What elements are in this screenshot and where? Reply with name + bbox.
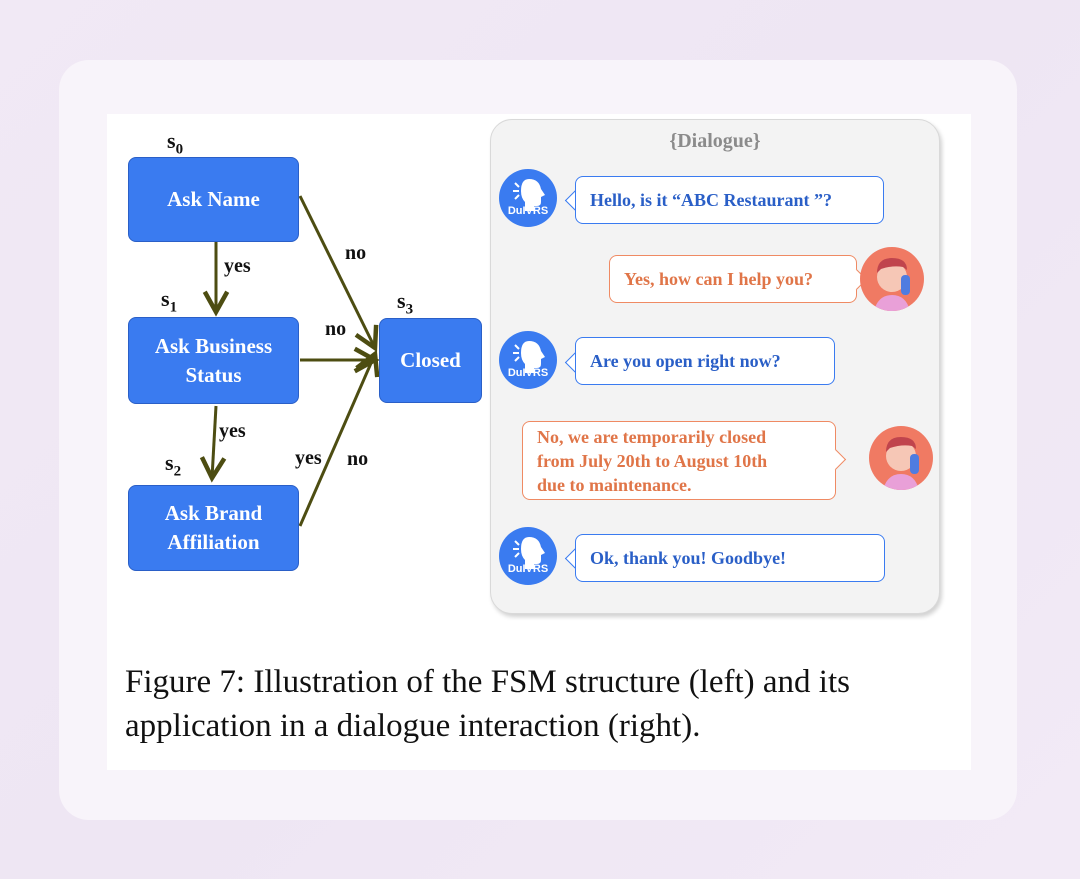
node-closed: Closed [379,318,482,403]
bot-head-icon [513,179,545,211]
bot-avatar: DuIVRS [499,169,557,227]
figure-caption: Figure 7: Illustration of the FSM struct… [125,664,850,744]
edge-label-s1-s3: no [325,318,347,340]
edge-label-s1-s2: yes [219,420,246,442]
person-on-phone-icon [874,258,910,311]
edge-label-s0-s1: yes [224,255,251,277]
edge-s1-s2 [212,405,216,478]
edge-label-s2-s3-yes: yes [295,447,322,469]
bot-head-icon [513,537,545,569]
edge-s0-s3 [298,195,375,348]
message-bubble-bot: Hello, is it “ABC Restaurant ”? [575,176,884,224]
message-bubble-bot: Ok, thank you! Goodbye! [575,534,885,582]
state-label-s3: s3 [397,288,414,318]
edge-s2-s3 [298,354,375,527]
node-ask-name: Ask Name [128,157,299,242]
bot-avatar: DuIVRS [499,527,557,585]
state-label-s1: s1 [161,286,178,316]
bot-avatar: DuIVRS [499,331,557,389]
state-label-s0: s0 [167,128,184,158]
message-bubble-bot: Are you open right now? [575,337,835,385]
fsm-edges [107,195,971,527]
message-bubble-user: No, we are temporarily closed from July … [522,421,836,500]
dialogue-title: {Dialogue} [669,130,761,152]
bot-logo-text: DuIVRS [507,563,549,575]
bot-head-icon [513,341,545,373]
user-avatar [860,247,924,311]
edge-label-s2-s3-no: no [347,448,369,470]
bot-logo-text: DuIVRS [507,367,549,379]
person-on-phone-icon [883,437,919,490]
dialogue-panel: {Dialogue} DuIVRS Hello, is it “ABC Rest… [490,119,940,614]
state-label-s2: s2 [165,450,182,480]
bot-logo-text: DuIVRS [507,205,549,217]
edge-label-s0-s3: no [345,242,367,264]
user-avatar [869,426,933,490]
message-bubble-user: Yes, how can I help you? [609,255,857,303]
